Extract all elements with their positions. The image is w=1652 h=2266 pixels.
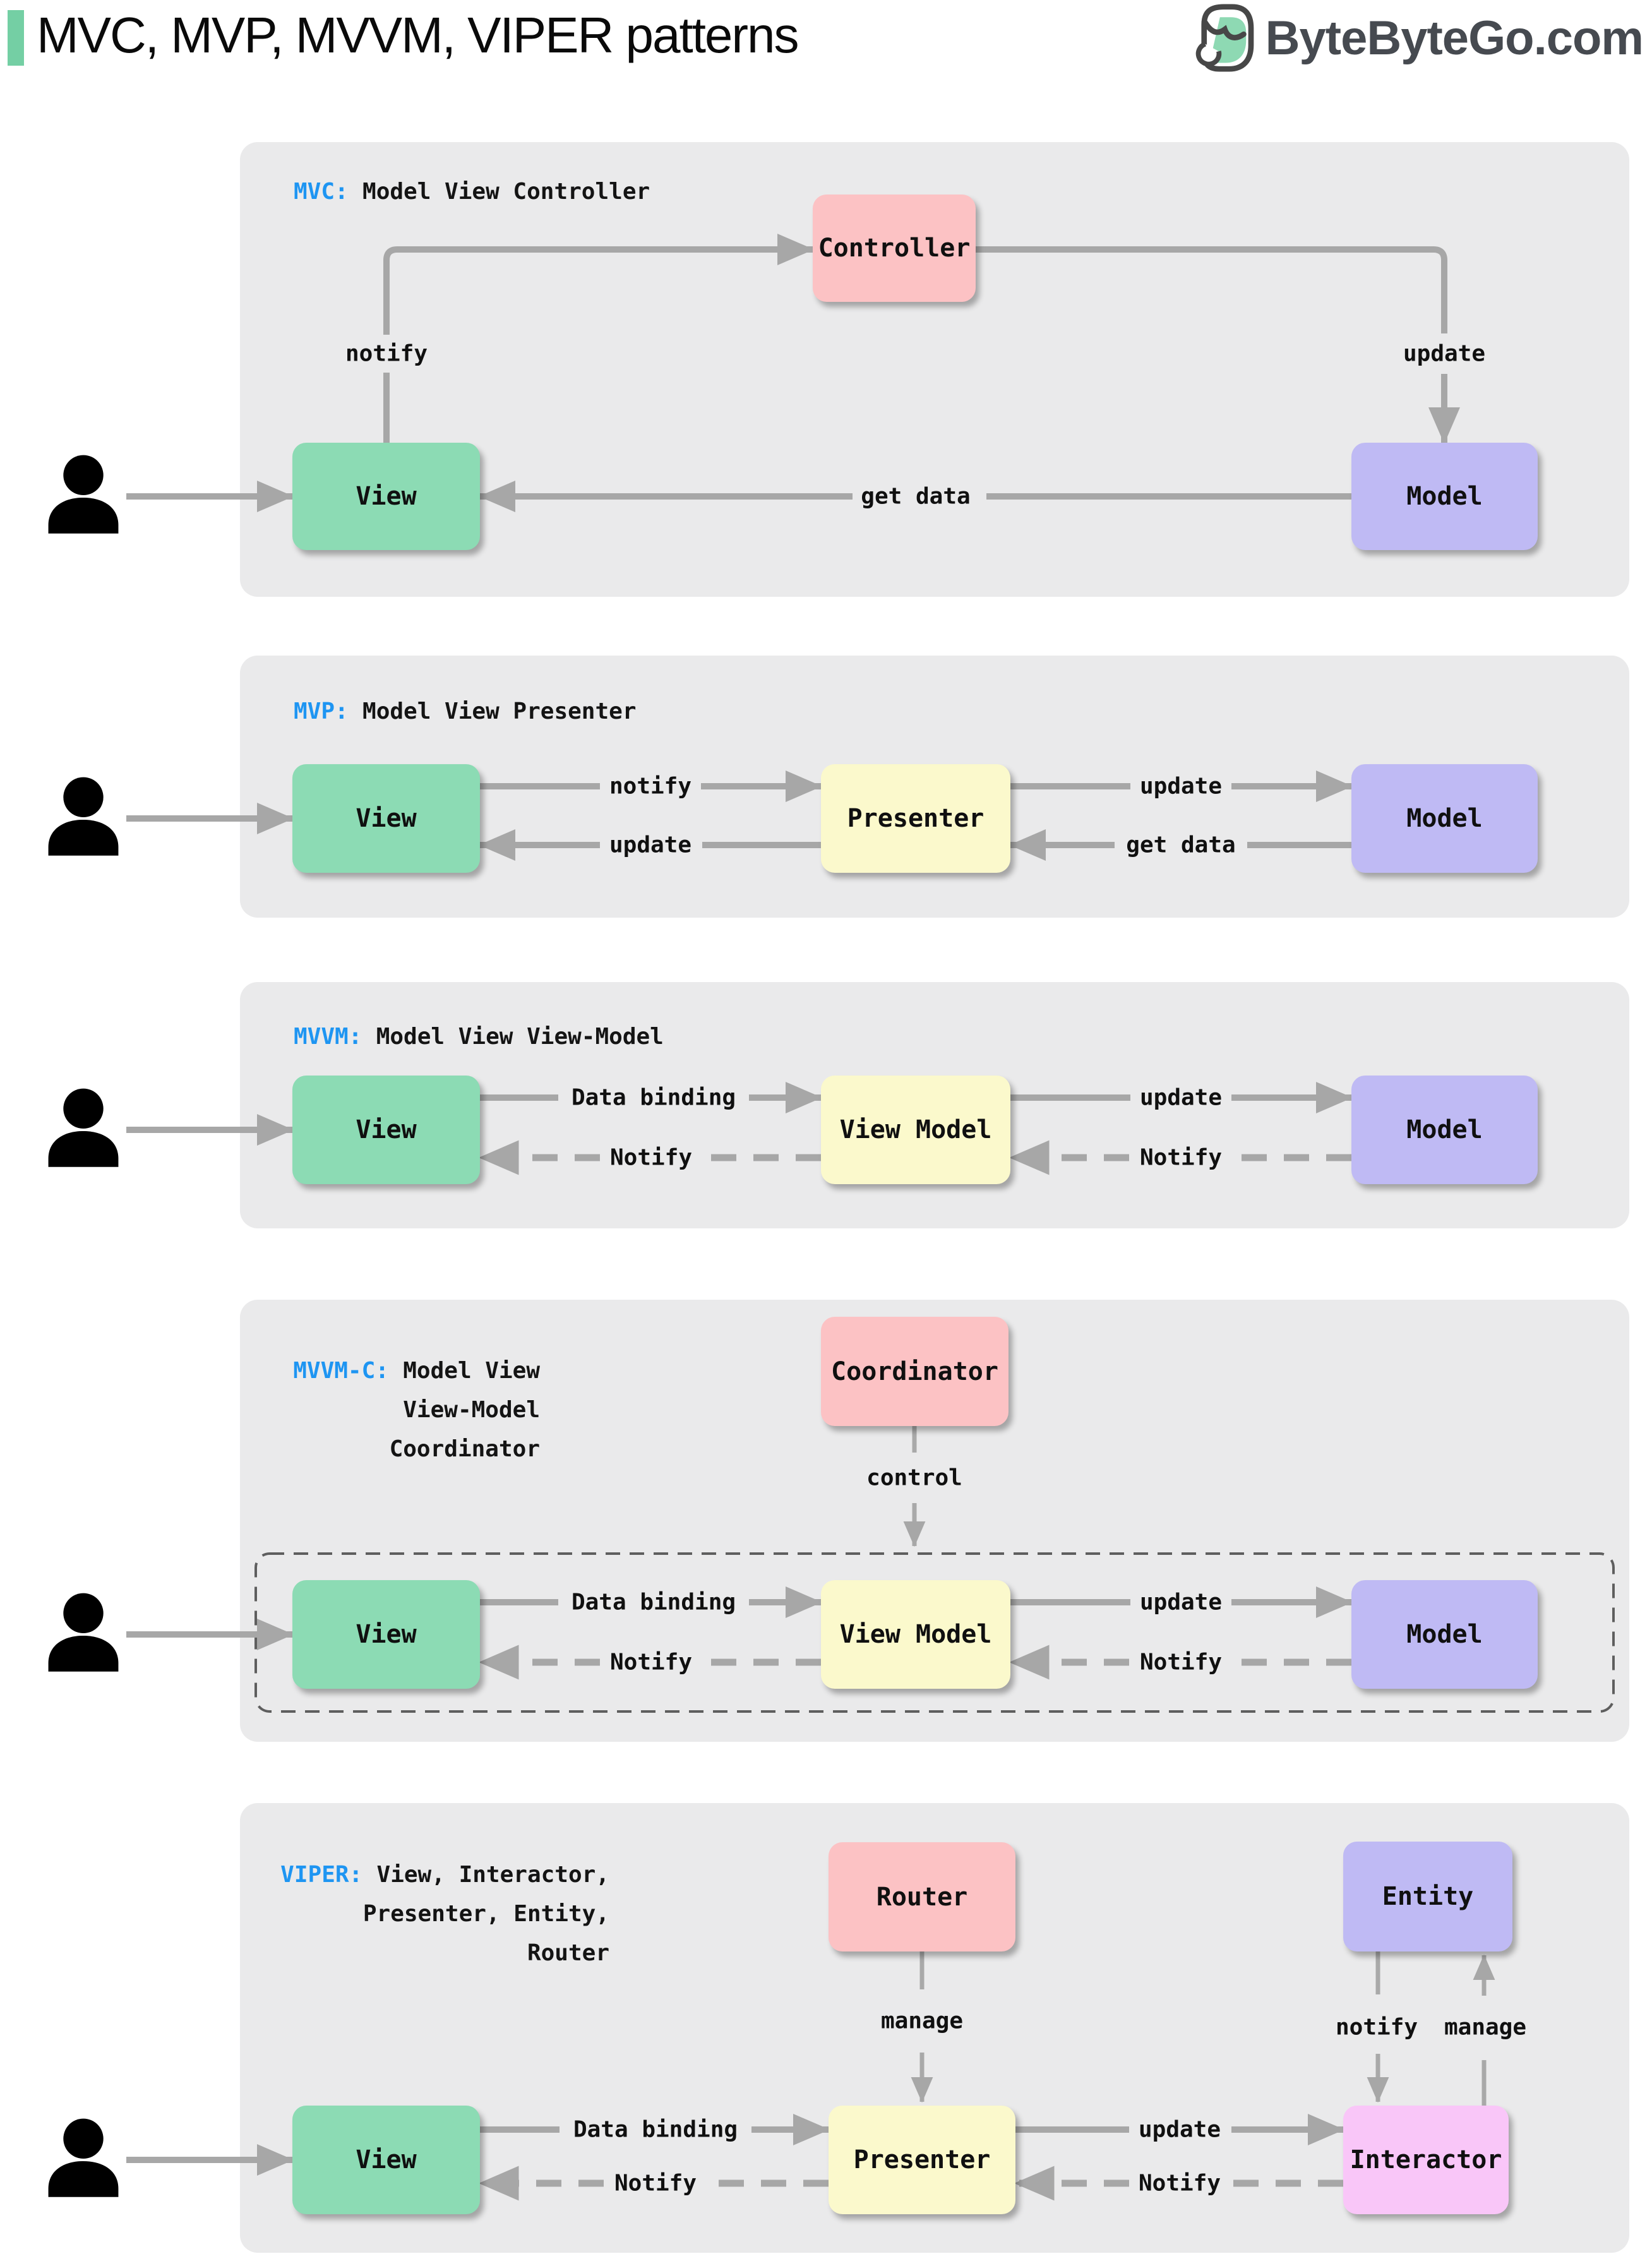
- node-interactor: Interactor: [1343, 2106, 1509, 2214]
- node-presenter: Presenter: [829, 2106, 1015, 2214]
- title-accent-bar: [8, 10, 24, 66]
- user-icon: [48, 777, 119, 856]
- edge-label-get-data: get data: [1126, 832, 1236, 858]
- edge-label-update: update: [1138, 2116, 1221, 2143]
- panel-title-mvvm: MVVM:Model View View-Model: [294, 1024, 664, 1050]
- user-icon: [48, 455, 119, 534]
- page-title: MVC, MVP, MVVM, VIPER patterns: [37, 7, 799, 63]
- edge-label-update: update: [1139, 1589, 1223, 1616]
- pattern-abbrev: MVVM-C:: [293, 1358, 389, 1384]
- edge-label-notify: Notify: [1138, 2170, 1221, 2197]
- edge-label-update: update: [609, 832, 692, 858]
- panel-title-mvc: MVC:Model View Controller: [294, 179, 650, 205]
- brand-text: ByteByteGo.com: [1265, 11, 1644, 65]
- edge-label-notify: Notify: [609, 1144, 693, 1171]
- bytebytego-logo: ByteByteGo.com: [1195, 4, 1644, 72]
- edge-label-notify: Notify: [1139, 1144, 1223, 1171]
- node-coordinator: Coordinator: [821, 1317, 1009, 1426]
- node-model: Model: [1351, 1580, 1538, 1689]
- edge-label-notify: Notify: [1139, 1649, 1223, 1676]
- edge-label-notify: notify: [609, 773, 692, 800]
- user-icon: [48, 1088, 119, 1167]
- node-model: Model: [1351, 764, 1538, 873]
- node-view-model: View Model: [821, 1580, 1010, 1689]
- node-view: View: [292, 443, 480, 550]
- edge-label-manage: manage: [1444, 2014, 1527, 2041]
- node-view: View: [292, 764, 480, 873]
- panel-title-mvp: MVP:Model View Presenter: [294, 698, 637, 724]
- node-presenter: Presenter: [821, 764, 1010, 873]
- edge-label-data-binding: Data binding: [571, 1589, 736, 1616]
- node-model: Model: [1351, 1076, 1538, 1184]
- edge-label-notify: notify: [345, 340, 428, 367]
- user-icon: [48, 1593, 119, 1672]
- node-router: Router: [829, 1842, 1015, 1951]
- node-view: View: [292, 2106, 480, 2214]
- node-view-model: View Model: [821, 1076, 1010, 1184]
- edge-label-notify: notify: [1335, 2014, 1418, 2041]
- node-controller: Controller: [813, 195, 976, 302]
- panel-title-mvvm-c: MVVM-C:Model View View-Model Coordinator: [293, 1358, 540, 1462]
- node-model: Model: [1351, 443, 1538, 550]
- pattern-abbrev: VIPER:: [280, 1862, 363, 1888]
- node-entity: Entity: [1343, 1842, 1512, 1951]
- edge-label-update: update: [1139, 773, 1223, 800]
- pattern-abbrev: MVVM:: [294, 1024, 362, 1050]
- pattern-abbrev: MVC:: [294, 179, 349, 205]
- edge-label-notify: Notify: [609, 1649, 693, 1676]
- edge-label-update: update: [1139, 1084, 1223, 1111]
- node-view: View: [292, 1076, 480, 1184]
- user-icon: [48, 2118, 119, 2197]
- panel-title-viper: VIPER:View, Interactor, Presenter, Entit…: [280, 1862, 609, 1966]
- edge-label-data-binding: Data binding: [573, 2116, 738, 2143]
- edge-label-notify: Notify: [614, 2170, 697, 2197]
- bytebytego-bird-icon: [1195, 4, 1254, 72]
- pattern-abbrev: MVP:: [294, 698, 349, 724]
- edge-label-control: control: [866, 1465, 962, 1491]
- edge-label-data-binding: Data binding: [571, 1084, 736, 1111]
- node-view: View: [292, 1580, 480, 1689]
- edge-label-manage: manage: [880, 2008, 964, 2034]
- edge-label-get-data: get data: [861, 483, 971, 510]
- edge-label-update: update: [1403, 340, 1486, 367]
